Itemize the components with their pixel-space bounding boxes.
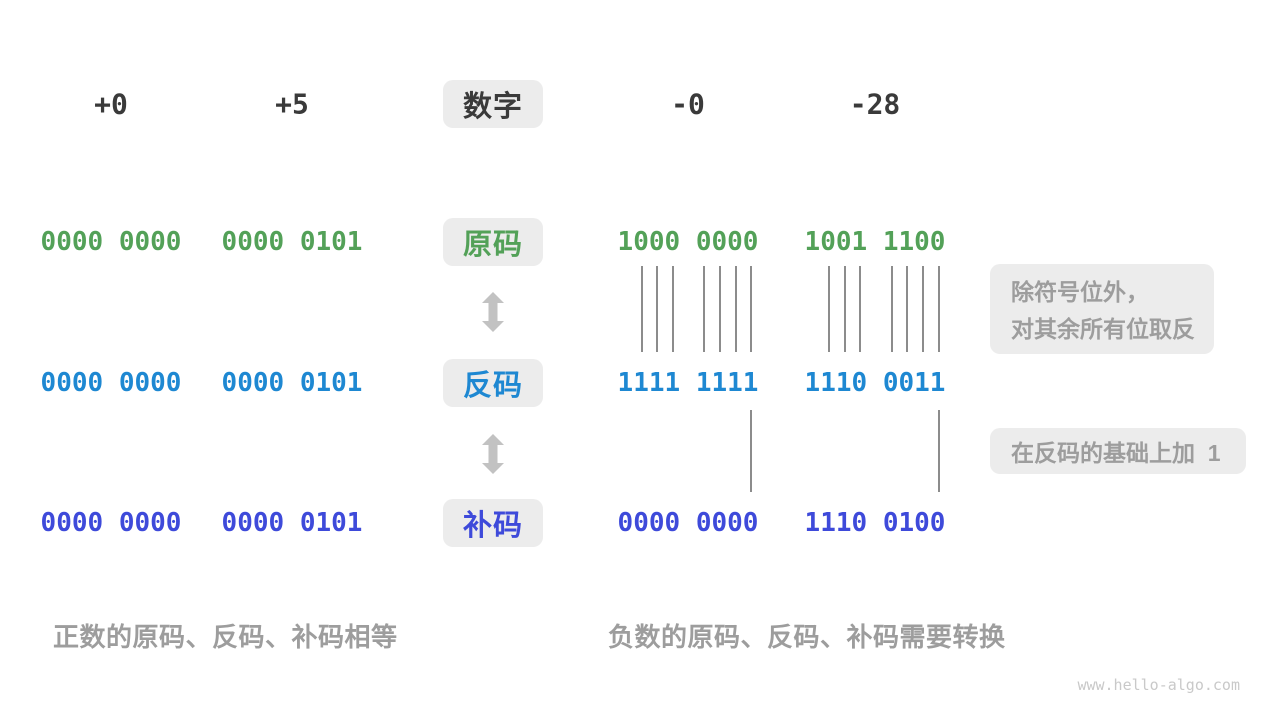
annotation-line: 除符号位外， [1011,279,1149,305]
header-number: +5 [275,87,309,121]
binary-value: 0000 0000 [40,508,182,538]
annotation-invert-bits: 除符号位外， 对其余所有位取反 [990,264,1214,354]
bit-mapping-line [844,266,846,352]
bit-mapping-line [735,266,737,352]
bit-mapping-line [703,266,705,352]
bit-mapping-line [859,266,861,352]
badge-number: 数字 [443,80,543,128]
bit-mapping-line [750,266,752,352]
bit-mapping-line [719,266,721,352]
binary-value: 1110 0100 [804,508,946,538]
bit-mapping-line [641,266,643,352]
bit-mapping-line [891,266,893,352]
badge-ones-complement: 反码 [443,359,543,407]
binary-value: 1001 1100 [804,227,946,257]
binary-value: 0000 0101 [221,227,363,257]
caption-positive: 正数的原码、反码、补码相等 [53,622,398,652]
bit-mapping-line [938,266,940,352]
binary-value: 1111 1111 [617,368,759,398]
bit-mapping-line [922,266,924,352]
binary-value: 0000 0101 [221,368,363,398]
binary-value: 0000 0000 [617,508,759,538]
binary-value: 1000 0000 [617,227,759,257]
header-number: -0 [671,87,705,121]
bit-mapping-line [906,266,908,352]
binary-value: 1110 0011 [804,368,946,398]
double-arrow-icon [481,292,505,332]
bit-mapping-line [656,266,658,352]
bit-mapping-line [938,410,940,492]
watermark: www.hello-algo.com [1077,676,1240,694]
binary-value: 0000 0000 [40,368,182,398]
caption-negative: 负数的原码、反码、补码需要转换 [608,622,1006,652]
badge-twos-complement: 补码 [443,499,543,547]
bit-mapping-line [672,266,674,352]
annotation-add-one: 在反码的基础上加 1 [990,428,1246,474]
header-number: +0 [94,87,128,121]
bit-mapping-line [750,410,752,492]
badge-sign-magnitude: 原码 [443,218,543,266]
bit-mapping-line [828,266,830,352]
header-number: -28 [849,87,901,121]
binary-value: 0000 0000 [40,227,182,257]
binary-value: 0000 0101 [221,508,363,538]
annotation-line: 对其余所有位取反 [1011,316,1195,342]
double-arrow-icon [481,434,505,474]
